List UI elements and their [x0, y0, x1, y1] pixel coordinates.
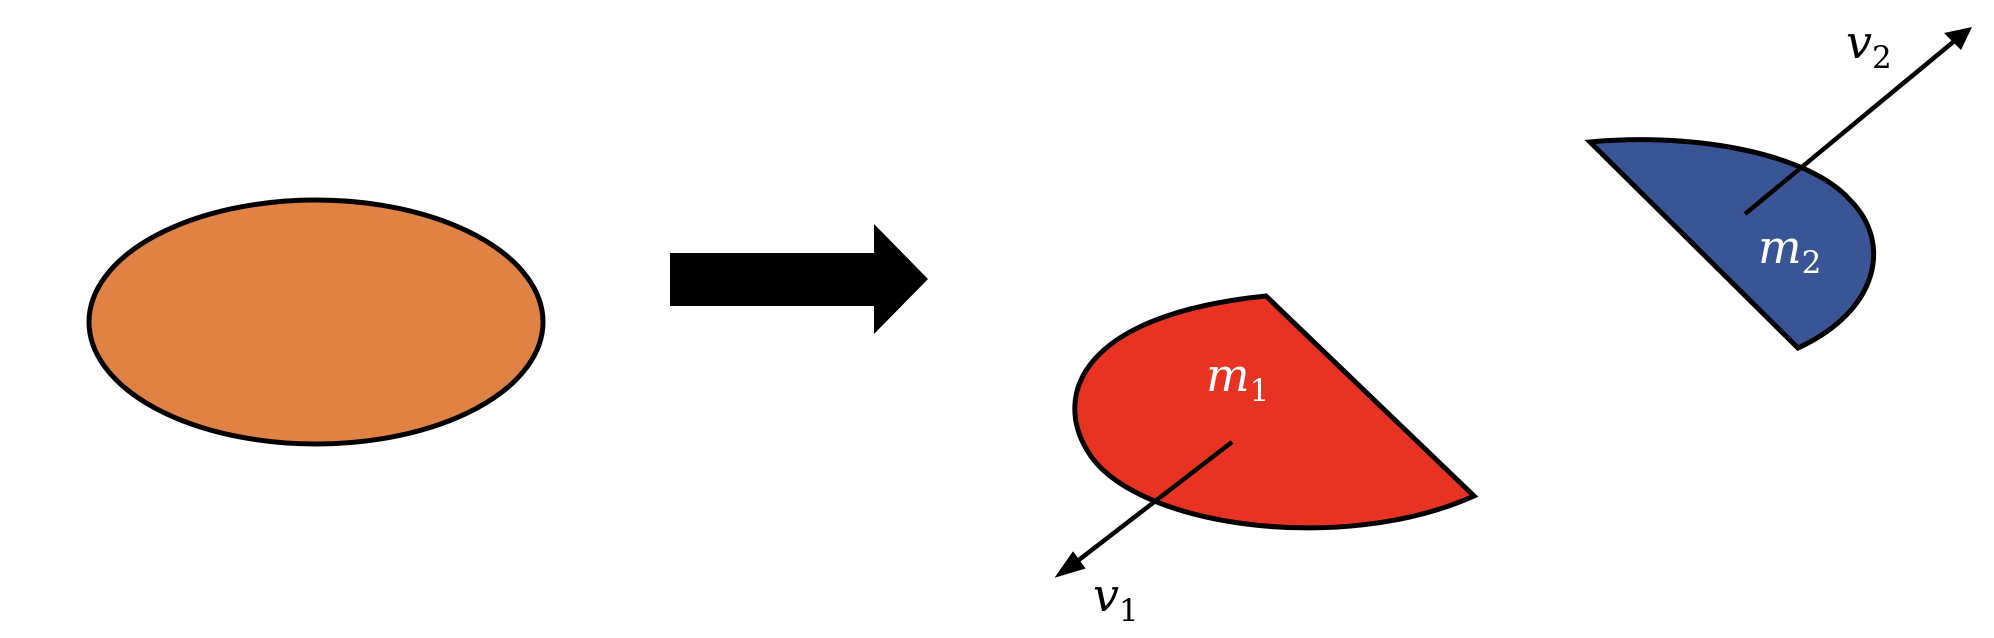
whole-body-ellipse	[86, 197, 546, 447]
mass-label-2: m2	[1758, 220, 1821, 281]
velocity-subscript-2: 2	[1872, 40, 1892, 76]
velocity-label-2: v2	[1846, 15, 1892, 76]
mass-subscript-2: 2	[1802, 245, 1822, 281]
velocity-arrow-2	[1743, 36, 1960, 216]
mass-symbol-2: m	[1758, 220, 1802, 274]
velocity-symbol-1: v	[1093, 568, 1119, 622]
velocity-label-1: v1	[1093, 568, 1139, 629]
mass-subscript-1: 1	[1250, 373, 1270, 409]
mass-symbol-1: m	[1206, 348, 1250, 402]
velocity-arrowhead-1	[1054, 551, 1086, 578]
velocity-arrow-1	[1069, 440, 1234, 568]
transition-arrow	[670, 224, 928, 334]
fragment-1-shape	[1072, 293, 1479, 531]
velocity-symbol-2: v	[1846, 15, 1872, 69]
velocity-arrowhead-2	[1944, 27, 1972, 50]
velocity-subscript-1: 1	[1119, 593, 1139, 629]
fragment-2-shape	[1584, 137, 1876, 351]
mass-label-1: m1	[1206, 348, 1269, 409]
